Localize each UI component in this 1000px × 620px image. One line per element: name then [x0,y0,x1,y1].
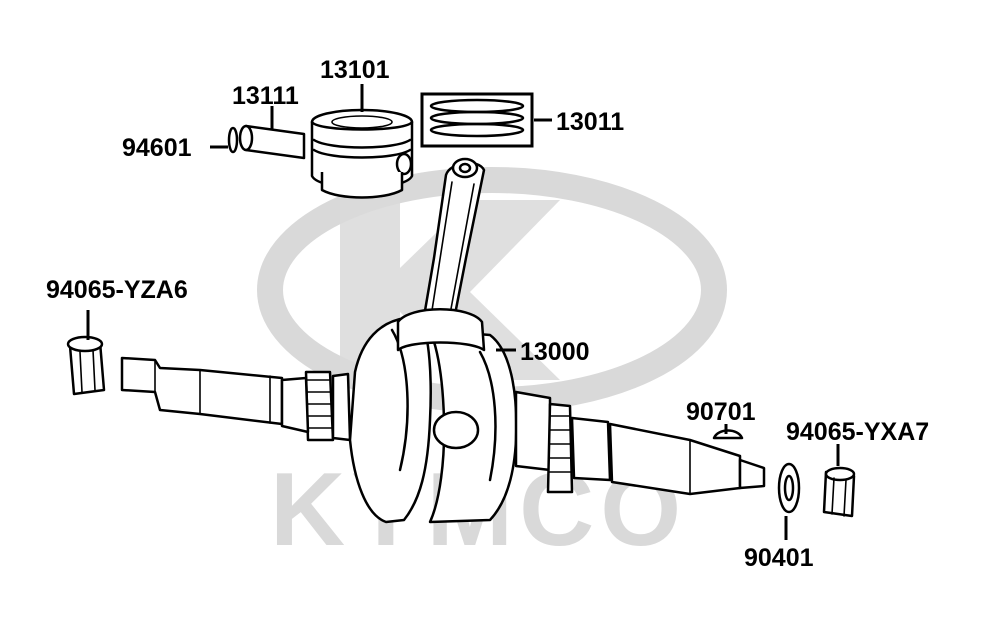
label-90701: 90701 [686,398,756,426]
piston-ring-set [420,92,534,148]
label-13011: 13011 [556,108,624,136]
washer [777,462,801,514]
label-13101: 13101 [320,56,390,84]
label-94065-yxa7: 94065-YXA7 [786,418,929,446]
crankshaft [120,316,766,524]
label-13000: 13000 [520,338,590,366]
circlip [227,126,239,154]
right-nut [822,466,856,518]
woodruff-key [712,429,744,440]
connecting-rod [396,157,486,352]
left-nut [66,335,106,396]
piston-pin [238,124,306,160]
leader-lines [86,84,840,540]
piston [310,108,414,199]
label-90401: 90401 [744,544,814,572]
label-94065-yza6: 94065-YZA6 [46,276,188,304]
label-94601: 94601 [122,134,192,162]
label-13111: 13111 [232,82,299,110]
